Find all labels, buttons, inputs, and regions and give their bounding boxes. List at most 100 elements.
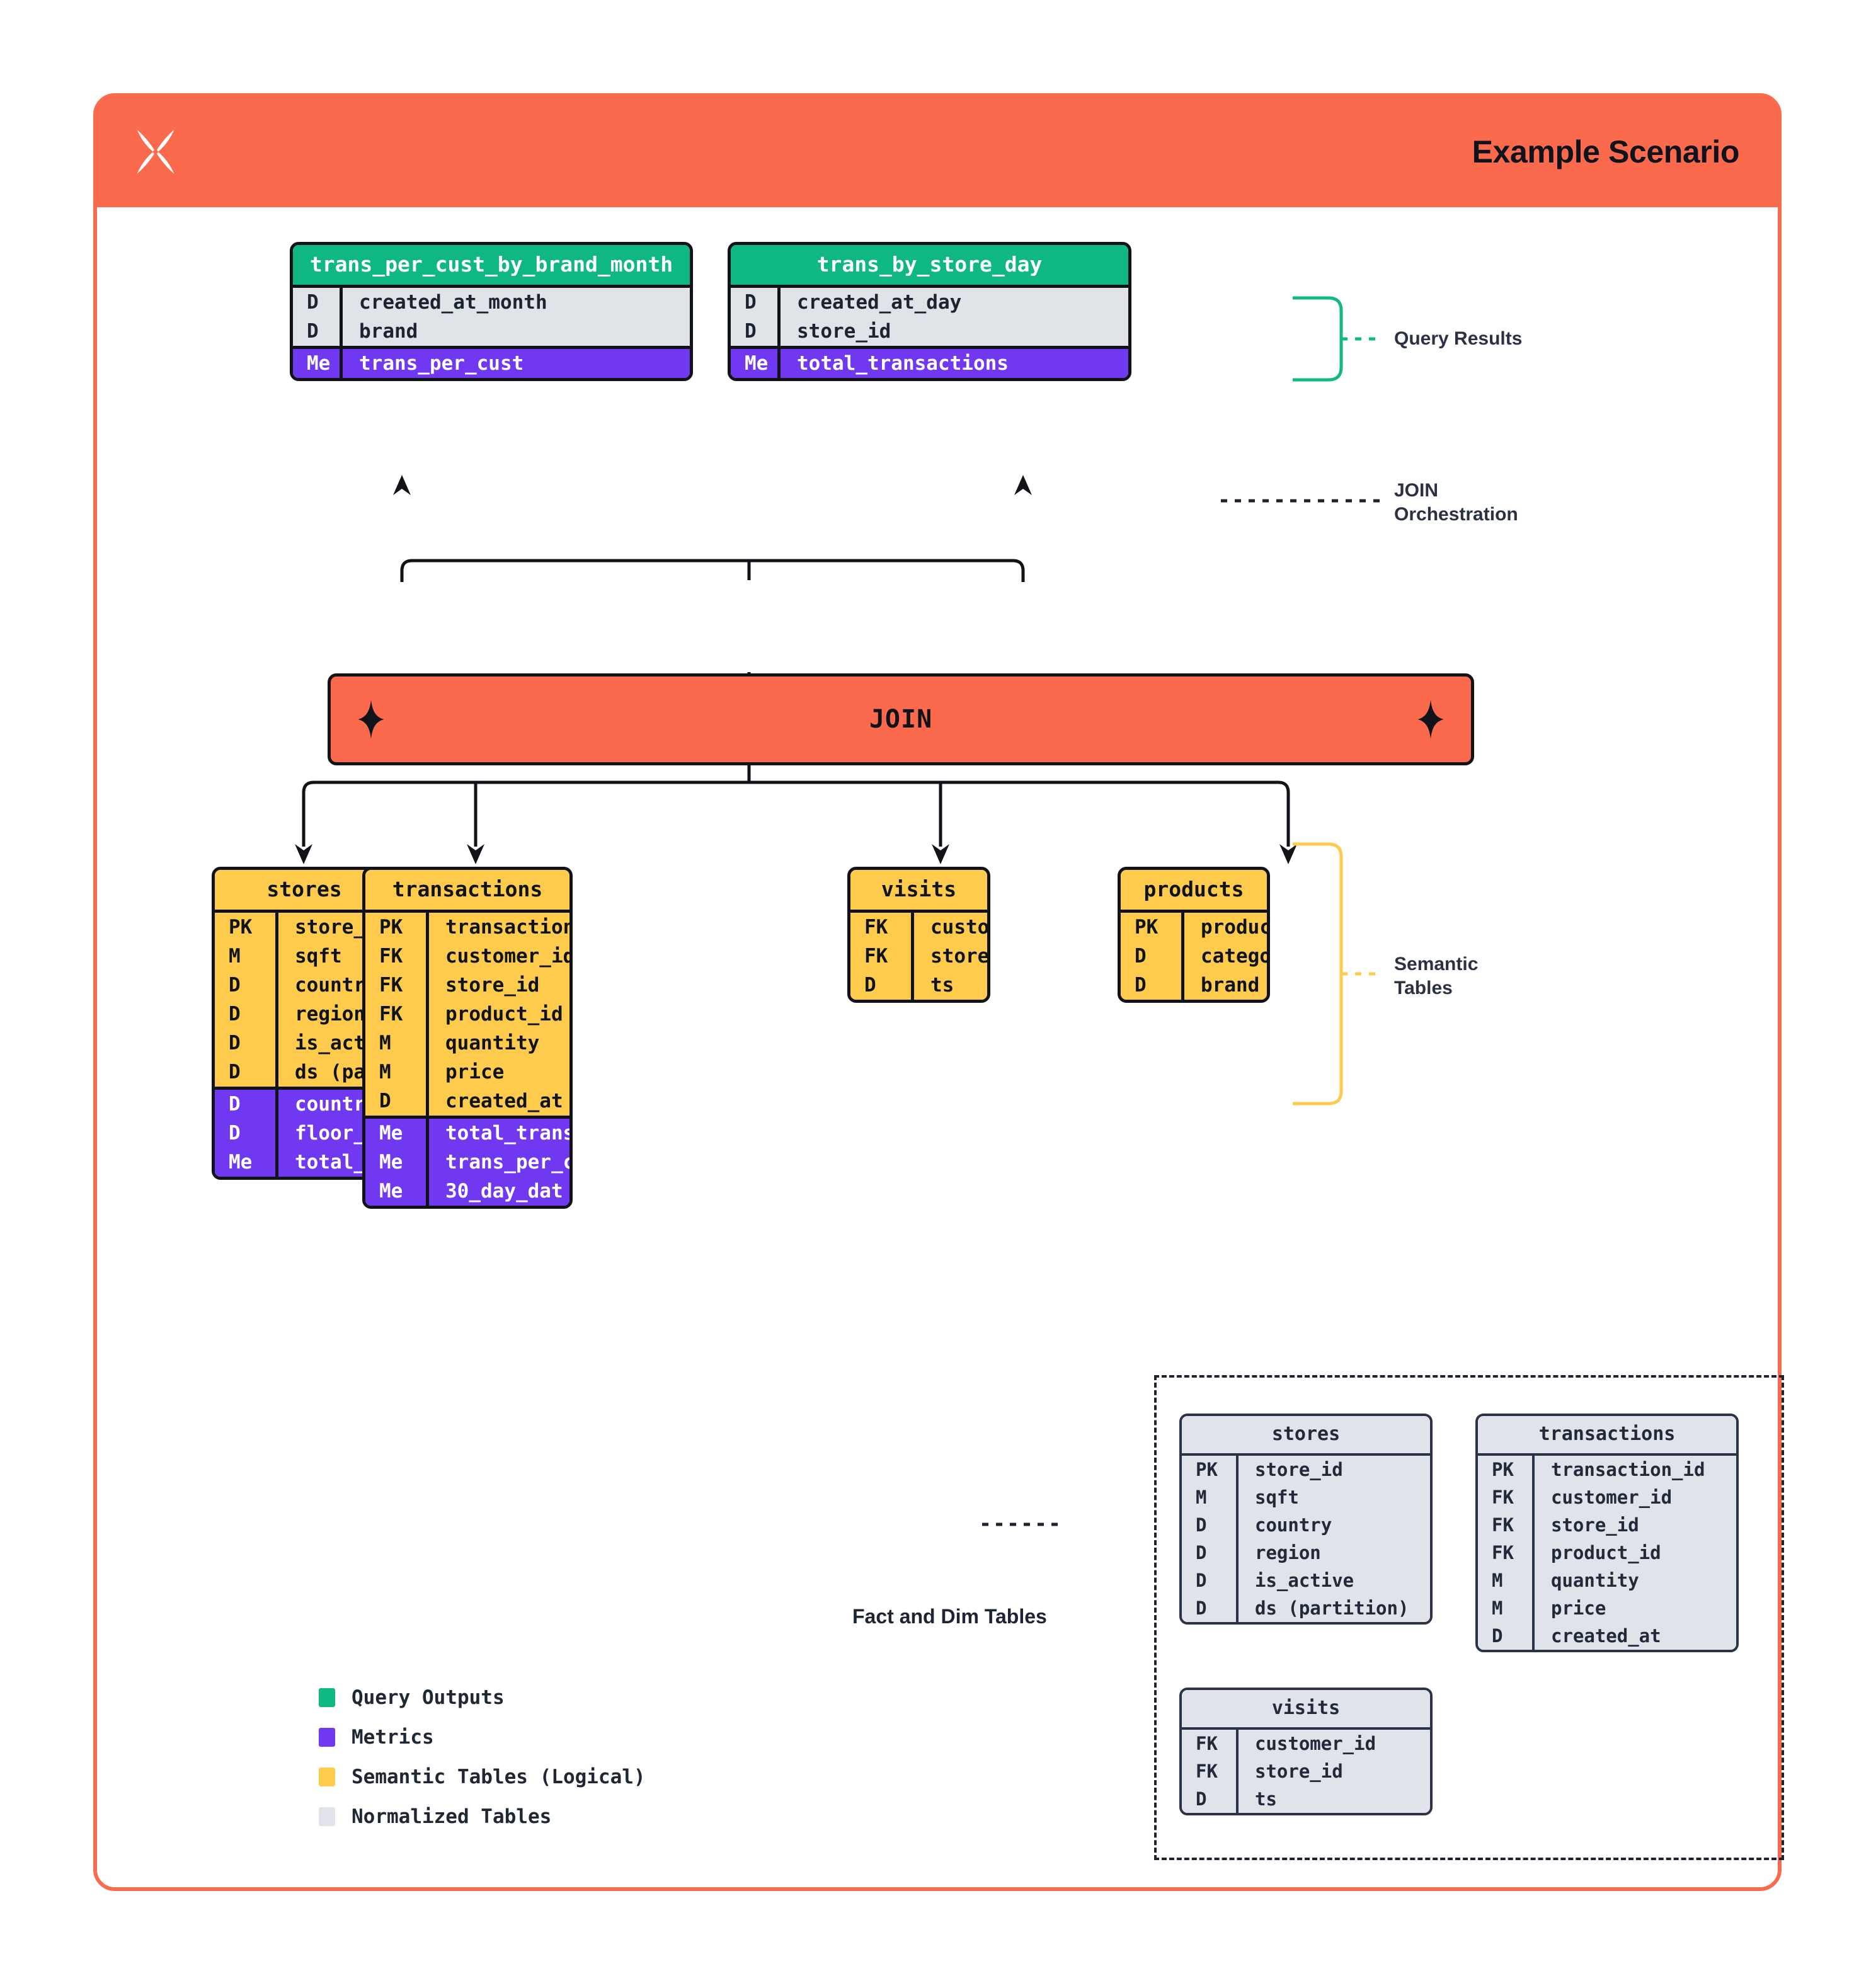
query-result-table-0[interactable]: trans_per_cust_by_brand_month D created_… (290, 242, 693, 381)
table-row: FK customer_id (1182, 1730, 1430, 1757)
row-key: Me (745, 352, 769, 375)
row-key: D (1135, 945, 1147, 968)
row-key: D (229, 1003, 241, 1025)
row-field: customer_id (1236, 1730, 1430, 1757)
row-field: customer_id (911, 913, 987, 942)
row-field: ts (1236, 1785, 1430, 1813)
row-field: price (426, 1058, 569, 1087)
fact-and-dim-group-box (1154, 1375, 1784, 1860)
join-orchestration-bar[interactable]: JOIN (328, 673, 1474, 765)
row-field: created_at_month (340, 288, 690, 317)
row-field: store_id (777, 317, 1128, 346)
row-key: D (864, 974, 876, 997)
row-key: M (379, 1032, 391, 1054)
row-key: Me (379, 1151, 403, 1174)
row-key: M (1492, 1570, 1503, 1591)
row-key: FK (1492, 1514, 1514, 1536)
row-key: D (307, 320, 319, 343)
annotation-join-orchestration: JOIN Orchestration (1394, 479, 1518, 527)
xata-star-logo-icon (127, 123, 185, 181)
table-row: Dcategory (1121, 942, 1267, 971)
table-row: D created_at_month (293, 288, 690, 317)
row-field: 30_day_dat (426, 1177, 569, 1206)
row-key: D (379, 1090, 391, 1112)
row-key: D (1135, 974, 1147, 997)
legend-swatch-normalized-tables (319, 1807, 335, 1826)
table-row-metric: Me trans_per_cust (293, 346, 690, 378)
legend-swatch-query-outputs (319, 1688, 335, 1707)
row-key: Me (379, 1180, 403, 1203)
page-title: Example Scenario (1472, 134, 1740, 169)
sparkle-icon (355, 700, 387, 739)
row-field: transaction_id (426, 913, 569, 942)
row-key: M (229, 945, 241, 968)
row-field: brand (340, 317, 690, 346)
row-key: M (1492, 1597, 1503, 1619)
row-field: is_active (1236, 1567, 1430, 1594)
table-row: PK transaction_id (365, 913, 569, 942)
row-key: D (229, 1093, 241, 1116)
legend-label: Metrics (352, 1726, 434, 1749)
row-field: customer_id (1532, 1483, 1736, 1511)
row-key: PK (379, 916, 403, 939)
row-field: created_at_day (777, 288, 1128, 317)
annotation-label-line2: Orchestration (1394, 504, 1518, 525)
sparkle-icon (1414, 700, 1447, 739)
row-field: brand (1181, 971, 1267, 1000)
table-title: trans_by_store_day (731, 245, 1128, 288)
row-field: store_id (1236, 1757, 1430, 1785)
card-header: Example Scenario (96, 96, 1778, 207)
row-field: total_transactions (426, 1119, 569, 1148)
legend-item: Semantic Tables (Logical) (319, 1766, 646, 1788)
query-result-table-1[interactable]: trans_by_store_day D created_at_day D st… (728, 242, 1131, 381)
row-key: M (1196, 1487, 1207, 1508)
row-key: PK (1196, 1459, 1218, 1480)
row-key: D (1196, 1597, 1207, 1619)
row-key: D (229, 1032, 241, 1054)
table-title: visits (850, 870, 987, 913)
row-key: D (229, 1061, 241, 1083)
annotation-query-results: Query Results (1394, 327, 1522, 351)
annotation-semantic-tables: Semantic Tables (1394, 952, 1478, 1001)
row-field: ts (911, 971, 987, 1000)
row-key: D (229, 974, 241, 997)
row-key: FK (1196, 1733, 1218, 1754)
row-key: PK (1135, 916, 1159, 939)
row-field: category (1181, 942, 1267, 971)
row-field: sqft (275, 942, 394, 971)
row-field: ds (partition) (1236, 1594, 1430, 1622)
row-key: PK (1492, 1459, 1514, 1480)
legend-item: Normalized Tables (319, 1805, 646, 1828)
annotation-label-line1: Semantic (1394, 954, 1479, 974)
diagram-card: Example Scenario (93, 93, 1784, 1891)
row-key: FK (1492, 1487, 1514, 1508)
legend-item: Query Outputs (319, 1686, 646, 1709)
row-key: Me (229, 1151, 253, 1174)
row-field: price (1532, 1594, 1736, 1622)
row-field: region (275, 1000, 394, 1029)
row-field: sqft (1236, 1483, 1430, 1511)
row-key: M (379, 1061, 391, 1083)
table-row: D created_at_day (731, 288, 1128, 317)
legend: Query Outputs Metrics Semantic Tables (L… (319, 1686, 646, 1845)
row-key: D (745, 320, 757, 343)
row-field: customer_id (426, 942, 569, 971)
